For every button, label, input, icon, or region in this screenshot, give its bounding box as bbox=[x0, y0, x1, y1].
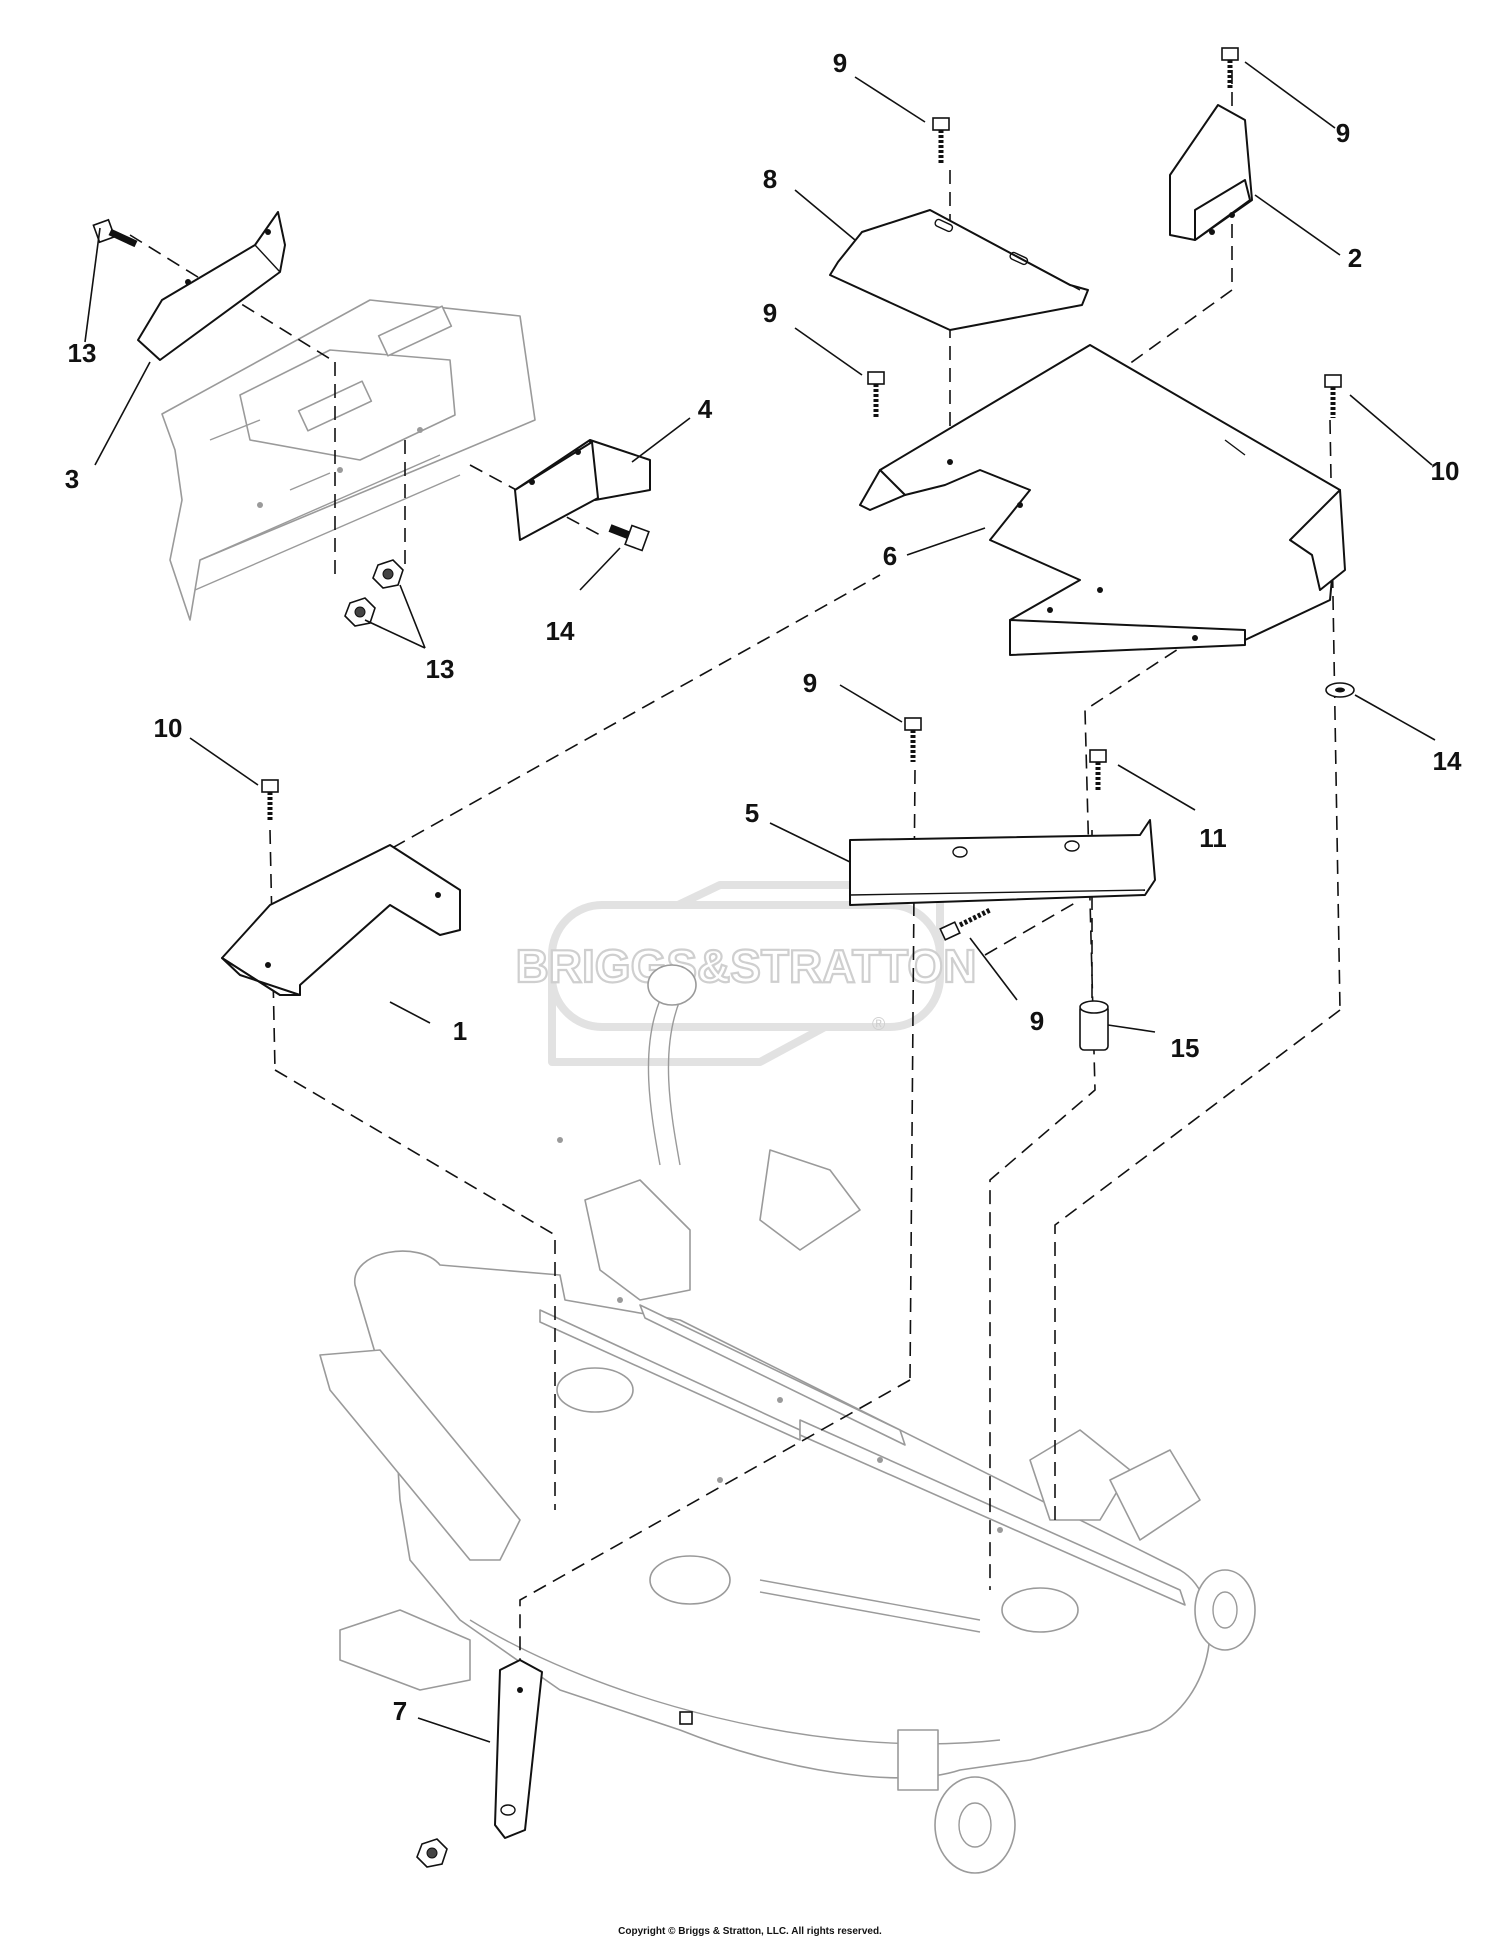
callout-9: 9 bbox=[1030, 1006, 1044, 1036]
callout-6: 6 bbox=[883, 541, 897, 571]
part-2-bracket bbox=[1169, 104, 1253, 241]
part-7-plate bbox=[829, 209, 1089, 331]
callout-9: 9 bbox=[1336, 118, 1350, 148]
callout-13: 13 bbox=[68, 338, 97, 368]
copyright-footer: Copyright © Briggs & Stratton, LLC. All … bbox=[618, 1926, 882, 1937]
part-1-shield bbox=[221, 844, 461, 996]
callout-9: 9 bbox=[763, 298, 777, 328]
screw-9-top-center bbox=[932, 117, 950, 165]
callout-10: 10 bbox=[154, 713, 183, 743]
screw-9-middle bbox=[904, 717, 922, 762]
part-4-bracket bbox=[514, 439, 651, 541]
mower-deck-ghost bbox=[319, 964, 1256, 1874]
callout-14: 14 bbox=[1433, 746, 1462, 776]
screw-9-angled bbox=[939, 907, 992, 941]
screw-deck bbox=[679, 1711, 693, 1725]
screw-10-right bbox=[1324, 374, 1342, 418]
callout-numbers: 9 9 8 2 9 10 13 3 4 6 14 13 10 9 14 11 5… bbox=[65, 48, 1462, 1726]
part-3-shield bbox=[137, 211, 286, 361]
screw-11 bbox=[1089, 749, 1107, 792]
brand-watermark: BRIGGS&STRATTON ® bbox=[514, 881, 978, 1066]
watermark-brand-text: BRIGGS&STRATTON bbox=[516, 940, 977, 992]
part-6-large-shield bbox=[859, 344, 1346, 656]
callout-1: 1 bbox=[453, 1016, 467, 1046]
screw-9-top-right bbox=[1221, 47, 1239, 90]
part-14-washer bbox=[1325, 682, 1355, 698]
callout-9: 9 bbox=[833, 48, 847, 78]
part-15-spacer bbox=[1079, 1000, 1109, 1051]
callout-2: 2 bbox=[1348, 243, 1362, 273]
callout-3: 3 bbox=[65, 464, 79, 494]
bolt-13-middle bbox=[608, 524, 650, 552]
part-12-nuts bbox=[344, 559, 404, 627]
callout-4: 4 bbox=[698, 394, 713, 424]
callout-8: 7 bbox=[393, 1696, 407, 1726]
part-8-bracket bbox=[494, 1659, 543, 1839]
screw-9-left-center bbox=[867, 371, 885, 418]
callout-9: 9 bbox=[803, 668, 817, 698]
callout-11: 11 bbox=[1199, 823, 1227, 853]
callout-10: 10 bbox=[1431, 456, 1460, 486]
part-5-plate bbox=[849, 819, 1156, 906]
screw-10-left bbox=[261, 779, 279, 822]
callout-leader-lines bbox=[84, 61, 1436, 1743]
callout-12: 13 bbox=[426, 654, 455, 684]
watermark-registered-mark: ® bbox=[872, 1014, 885, 1034]
callout-15: 15 bbox=[1171, 1033, 1200, 1063]
tractor-frame-ghost bbox=[161, 299, 536, 621]
callout-7: 8 bbox=[763, 164, 777, 194]
bottom-nut bbox=[416, 1838, 448, 1868]
callout-13: 14 bbox=[546, 616, 575, 646]
callout-5: 5 bbox=[745, 798, 759, 828]
